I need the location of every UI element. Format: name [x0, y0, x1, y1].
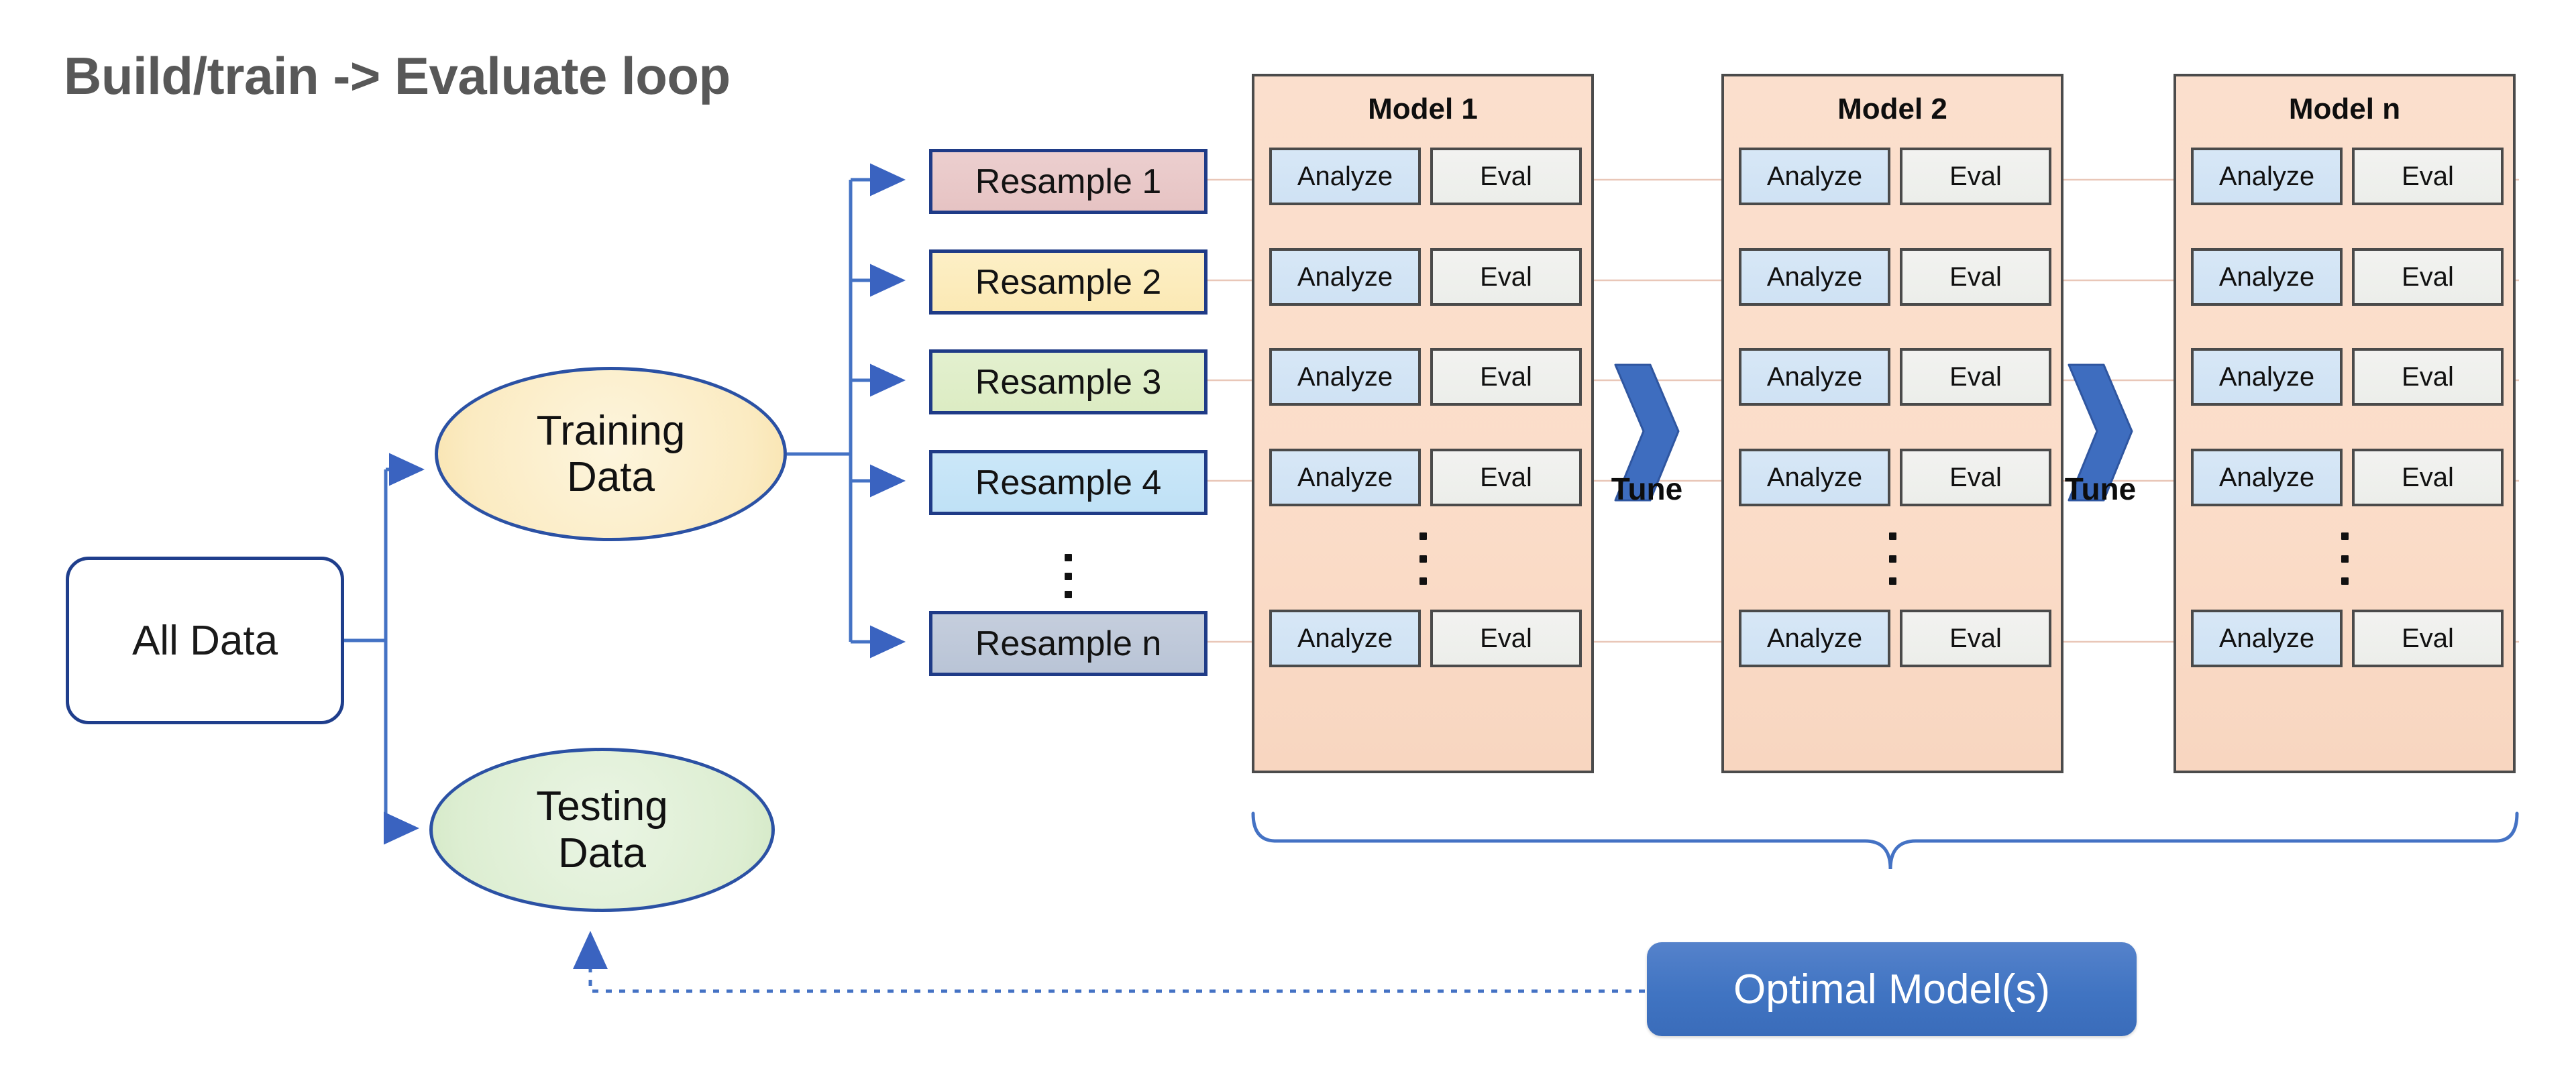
model-n-eval-1[interactable]: Eval — [2352, 148, 2504, 205]
model-n-eval-3[interactable]: Eval — [2352, 348, 2504, 406]
resample-box-3[interactable]: Resample 3 — [929, 349, 1208, 414]
testing-data-line-1: Testing — [536, 783, 668, 830]
model-n-analyze-1[interactable]: Analyze — [2191, 148, 2343, 205]
model-1-analyze-2[interactable]: Analyze — [1269, 248, 1421, 306]
model-2-analyze-4[interactable]: Analyze — [1739, 449, 1890, 506]
model-2-analyze-n[interactable]: Analyze — [1739, 610, 1890, 667]
tune-arrow-1[interactable] — [1610, 362, 1684, 503]
chevron-right-icon — [1614, 363, 1680, 502]
chevron-right-icon — [2068, 363, 2133, 502]
page-title: Build/train -> Evaluate loop — [64, 46, 731, 105]
resample-box-2[interactable]: Resample 2 — [929, 249, 1208, 315]
testing-data-label: Testing Data — [536, 783, 667, 877]
brace-models-to-optimal — [1251, 811, 2519, 870]
model-2-eval-1[interactable]: Eval — [1900, 148, 2051, 205]
model-2-row-2[interactable]: Analyze Eval — [1739, 248, 2051, 306]
model-panel-n-title: Model n — [2288, 93, 2401, 125]
model-1-eval-4[interactable]: Eval — [1430, 449, 1582, 506]
resample-box-n[interactable]: Resample n — [929, 611, 1208, 676]
model-n-analyze-2[interactable]: Analyze — [2191, 248, 2343, 306]
testing-data-line-2: Data — [558, 830, 646, 877]
model-1-analyze-n[interactable]: Analyze — [1269, 610, 1421, 667]
model-1-analyze-4[interactable]: Analyze — [1269, 449, 1421, 506]
resample-ellipsis-icon — [1063, 554, 1073, 598]
model-1-row-2[interactable]: Analyze Eval — [1269, 248, 1582, 306]
model-1-row-4[interactable]: Analyze Eval — [1269, 449, 1582, 506]
model-2-eval-4[interactable]: Eval — [1900, 449, 2051, 506]
model-1-eval-3[interactable]: Eval — [1430, 348, 1582, 406]
model-n-row-3[interactable]: Analyze Eval — [2191, 348, 2504, 406]
model-panel-n[interactable]: Model n Analyze Eval Analyze Eval Analyz… — [2174, 74, 2516, 773]
model-2-analyze-2[interactable]: Analyze — [1739, 248, 1890, 306]
model-n-eval-n[interactable]: Eval — [2352, 610, 2504, 667]
model-1-row-3[interactable]: Analyze Eval — [1269, 348, 1582, 406]
optimal-model-button[interactable]: Optimal Model(s) — [1647, 942, 2137, 1036]
model-1-analyze-3[interactable]: Analyze — [1269, 348, 1421, 406]
edge-optimal-to-testing — [573, 931, 1645, 993]
tune-arrow-1-label: Tune — [1611, 471, 1683, 506]
model-n-row-1[interactable]: Analyze Eval — [2191, 148, 2504, 205]
model-panel-1[interactable]: Model 1 Analyze Eval Analyze Eval Analyz… — [1252, 74, 1594, 773]
model-n-eval-4[interactable]: Eval — [2352, 449, 2504, 506]
training-data-line-2: Data — [567, 454, 655, 500]
model-2-row-1[interactable]: Analyze Eval — [1739, 148, 2051, 205]
model-2-eval-3[interactable]: Eval — [1900, 348, 2051, 406]
tune-arrow-2-label: Tune — [2064, 471, 2137, 506]
model-n-analyze-3[interactable]: Analyze — [2191, 348, 2343, 406]
model-1-ellipsis-icon — [1254, 532, 1591, 585]
node-all-data[interactable]: All Data — [66, 557, 344, 724]
model-n-row-2[interactable]: Analyze Eval — [2191, 248, 2504, 306]
node-training-data[interactable]: Training Data — [435, 367, 787, 541]
resample-box-1[interactable]: Resample 1 — [929, 149, 1208, 214]
model-n-analyze-n[interactable]: Analyze — [2191, 610, 2343, 667]
model-1-row-n[interactable]: Analyze Eval — [1269, 610, 1582, 667]
model-1-analyze-1[interactable]: Analyze — [1269, 148, 1421, 205]
model-2-analyze-3[interactable]: Analyze — [1739, 348, 1890, 406]
model-n-analyze-4[interactable]: Analyze — [2191, 449, 2343, 506]
tune-arrow-2[interactable] — [2063, 362, 2137, 503]
model-2-row-3[interactable]: Analyze Eval — [1739, 348, 2051, 406]
model-2-eval-n[interactable]: Eval — [1900, 610, 2051, 667]
model-1-eval-1[interactable]: Eval — [1430, 148, 1582, 205]
model-n-eval-2[interactable]: Eval — [2352, 248, 2504, 306]
model-2-row-n[interactable]: Analyze Eval — [1739, 610, 2051, 667]
model-n-ellipsis-icon — [2176, 532, 2513, 585]
model-panel-2-title: Model 2 — [1837, 93, 1947, 125]
resample-box-4[interactable]: Resample 4 — [929, 450, 1208, 515]
training-data-line-1: Training — [536, 407, 686, 454]
training-data-label: Training Data — [537, 408, 686, 501]
model-2-analyze-1[interactable]: Analyze — [1739, 148, 1890, 205]
model-1-eval-2[interactable]: Eval — [1430, 248, 1582, 306]
model-2-row-4[interactable]: Analyze Eval — [1739, 449, 2051, 506]
model-n-row-n[interactable]: Analyze Eval — [2191, 610, 2504, 667]
edge-training-resamples — [787, 163, 906, 659]
model-n-row-4[interactable]: Analyze Eval — [2191, 449, 2504, 506]
node-testing-data[interactable]: Testing Data — [429, 748, 775, 912]
model-1-eval-n[interactable]: Eval — [1430, 610, 1582, 667]
model-2-ellipsis-icon — [1724, 532, 2061, 585]
model-2-eval-2[interactable]: Eval — [1900, 248, 2051, 306]
edge-alldata-split — [344, 453, 425, 845]
model-panel-1-title: Model 1 — [1368, 93, 1478, 125]
model-panel-2[interactable]: Model 2 Analyze Eval Analyze Eval Analyz… — [1721, 74, 2063, 773]
model-1-row-1[interactable]: Analyze Eval — [1269, 148, 1582, 205]
